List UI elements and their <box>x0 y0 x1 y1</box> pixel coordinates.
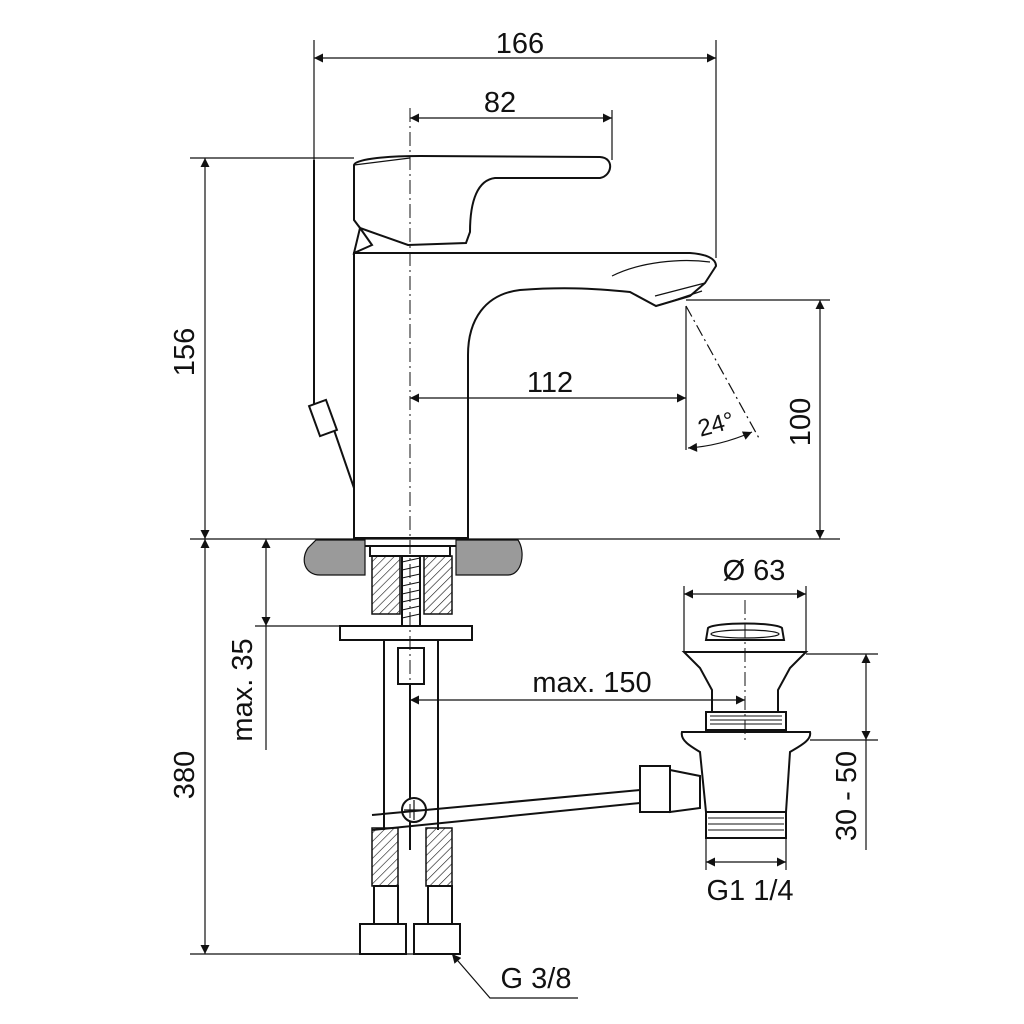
spout-outline <box>353 252 718 539</box>
dim-spout-height: 100 <box>785 398 817 446</box>
waste-outlet-thread <box>705 811 787 839</box>
countertop <box>190 538 840 576</box>
waste-linkage-nut <box>639 765 671 813</box>
linkage-rod <box>371 789 641 831</box>
pop-up-knob <box>307 398 339 438</box>
dim-waste-diameter: Ø 63 <box>723 555 786 587</box>
pop-up-rod <box>313 160 355 489</box>
faucet-body <box>307 154 718 547</box>
pop-up-waste <box>639 622 812 839</box>
waste-body <box>680 731 812 813</box>
dimension-lines <box>190 40 878 999</box>
spout-tip-detail <box>611 259 711 277</box>
dim-supply-thread: G 3/8 <box>501 963 572 995</box>
hose-right-nut <box>413 923 461 955</box>
dim-spray-angle: 24° <box>695 407 737 442</box>
dim-lever-width: 82 <box>484 87 516 119</box>
stud-thread <box>401 557 421 619</box>
supply-hose-knurl-right <box>423 555 453 615</box>
lever-cap-line <box>353 157 411 166</box>
dim-counter-thickness: max. 35 <box>227 638 259 741</box>
supply-hose-knurl-left <box>371 555 401 615</box>
dim-waste-adjustment: 30 - 50 <box>831 751 863 841</box>
spray-line <box>685 305 761 441</box>
hose-left-braid <box>371 827 399 887</box>
hose-left-ferrule <box>373 885 399 925</box>
hose-left-nut <box>359 923 407 955</box>
countertop-section <box>303 539 366 576</box>
dim-overall-width: 166 <box>496 28 544 60</box>
hose-right-braid <box>425 827 453 887</box>
dim-overall-height: 156 <box>169 328 201 376</box>
mounting-kit <box>339 545 641 955</box>
fixing-plate <box>339 625 473 641</box>
dim-below-deck-length: 380 <box>169 751 201 799</box>
dim-spout-reach: 112 <box>527 367 573 399</box>
waste-thread-top <box>705 711 787 731</box>
lever-handle <box>353 154 612 247</box>
spout-aerator <box>654 282 706 306</box>
dim-waste-distance: max. 150 <box>532 667 651 699</box>
lever-neck <box>352 225 374 255</box>
hose-right-ferrule <box>427 885 453 925</box>
fixing-nut <box>397 647 425 685</box>
dim-waste-thread: G1 1/4 <box>706 875 793 907</box>
countertop-section-right <box>455 539 523 576</box>
